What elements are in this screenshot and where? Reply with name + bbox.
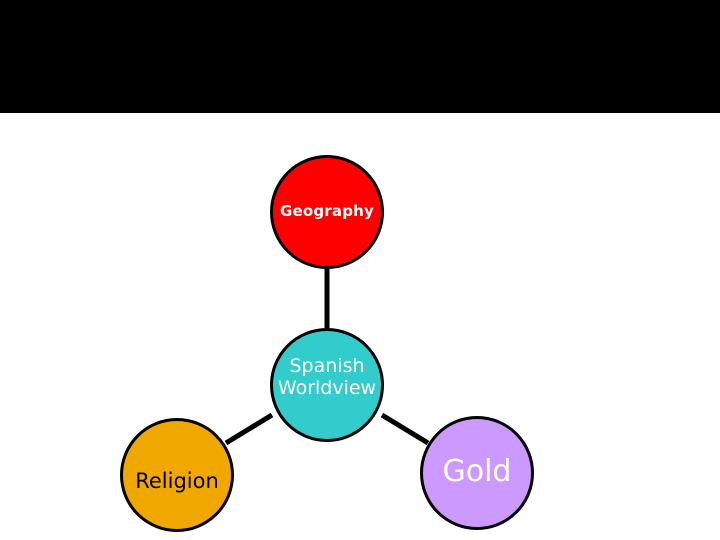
connector-gold <box>380 412 430 446</box>
node-label-gold: Gold <box>442 453 512 489</box>
header-bar <box>0 0 720 113</box>
node-label-religion: Religion <box>135 468 219 493</box>
node-label-geography: Geography <box>279 202 375 221</box>
node-label-spanish-worldview: Spanish Worldview <box>277 354 377 399</box>
node-spanish-worldview: Spanish Worldview <box>270 328 384 442</box>
node-religion: Religion <box>120 418 234 532</box>
node-geography: Geography <box>270 155 384 269</box>
node-gold: Gold <box>420 416 534 530</box>
connector-religion <box>224 412 274 446</box>
